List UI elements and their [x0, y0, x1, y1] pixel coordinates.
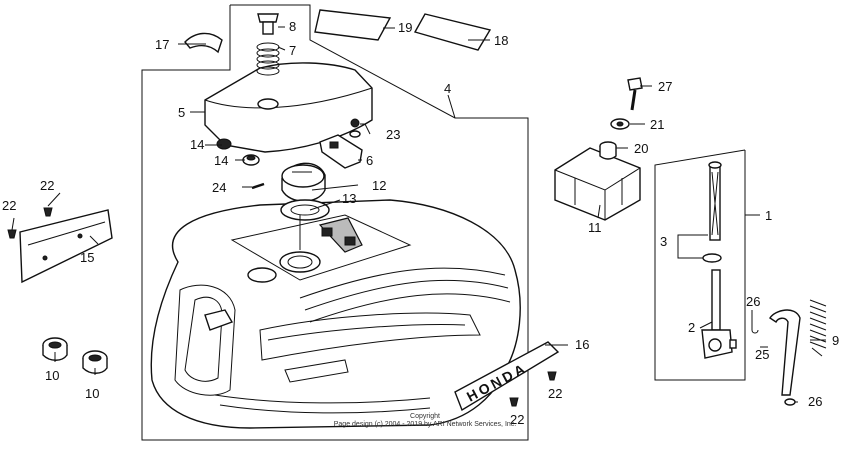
label-13: 13 [342, 191, 356, 206]
copyright-line-2: Page design (c) 2004 - 2019 by ARI Netwo… [334, 421, 517, 428]
label-12: 12 [372, 178, 386, 193]
label-9: 9 [832, 333, 839, 348]
label-26-b: 26 [808, 394, 822, 409]
bracket-6[interactable] [319, 134, 363, 169]
strip-15[interactable] [19, 209, 113, 284]
label-26-a: 26 [746, 294, 760, 309]
grommet-14-a[interactable] [216, 138, 232, 150]
label-15: 15 [80, 250, 94, 265]
label-21: 21 [650, 117, 664, 132]
screw-22-c[interactable] [547, 371, 557, 381]
copyright-notice: Copyright Page design (c) 2004 - 2019 by… [334, 413, 517, 428]
label-22-c: 22 [548, 386, 562, 401]
tray-11[interactable] [554, 147, 641, 221]
label-14-a: 14 [190, 137, 204, 152]
pad-19[interactable] [314, 9, 392, 41]
label-16: 16 [575, 337, 589, 352]
label-22-b: 22 [2, 198, 16, 213]
label-6: 6 [366, 153, 373, 168]
grommet-14-b[interactable] [242, 154, 260, 166]
label-3: 3 [660, 234, 667, 249]
copyright-line-1: Copyright [410, 413, 440, 420]
fuel-tank[interactable] [150, 199, 521, 429]
gasket-3[interactable] [702, 253, 722, 263]
cap-gasket[interactable] [280, 199, 330, 250]
label-2: 2 [688, 320, 695, 335]
fuel-cock-frame [654, 149, 746, 381]
screw-22-d[interactable] [509, 397, 519, 407]
label-1: 1 [765, 208, 772, 223]
rubber-10-b[interactable] [82, 350, 108, 374]
tank-assembly-frame [141, 4, 529, 441]
label-25: 25 [755, 347, 769, 362]
label-5: 5 [178, 105, 185, 120]
fuel-cock-2[interactable] [701, 269, 737, 359]
label-23: 23 [386, 127, 400, 142]
screw-22-a[interactable] [43, 207, 53, 217]
clip-26-a[interactable] [751, 318, 759, 334]
label-22-d: 22 [510, 412, 524, 427]
fuel-strainer[interactable] [708, 161, 722, 241]
label-27: 27 [658, 79, 672, 94]
label-22-a: 22 [40, 178, 54, 193]
tank-pad[interactable] [204, 62, 373, 153]
screw-22-b[interactable] [7, 229, 17, 239]
clip-17[interactable] [184, 32, 223, 54]
cap-8[interactable] [257, 13, 279, 35]
callout-labels: 1 2 3 4 5 6 7 8 9 10 10 11 12 13 14 14 1… [2, 19, 839, 427]
label-14-b: 14 [214, 153, 228, 168]
fuel-cap[interactable] [281, 162, 326, 202]
pad-18[interactable] [413, 13, 492, 51]
label-8: 8 [289, 19, 296, 34]
clip-26-b[interactable] [784, 398, 796, 406]
label-11: 11 [588, 220, 602, 235]
label-10-b: 10 [85, 386, 99, 401]
spring-9[interactable] [809, 299, 827, 357]
bushing-20[interactable] [599, 141, 617, 160]
label-24: 24 [212, 180, 226, 195]
fuel-hose-25[interactable] [769, 309, 801, 396]
label-18: 18 [494, 33, 508, 48]
bolt-23[interactable] [349, 118, 361, 138]
label-19: 19 [398, 20, 412, 35]
washer-21[interactable] [610, 118, 630, 130]
label-4: 4 [444, 81, 451, 96]
label-7: 7 [289, 43, 296, 58]
leader-lines [11, 26, 826, 403]
label-20: 20 [634, 141, 648, 156]
label-10-a: 10 [45, 368, 59, 383]
pin-24[interactable] [251, 182, 265, 190]
bolt-27[interactable] [627, 77, 643, 111]
label-17: 17 [155, 37, 169, 52]
